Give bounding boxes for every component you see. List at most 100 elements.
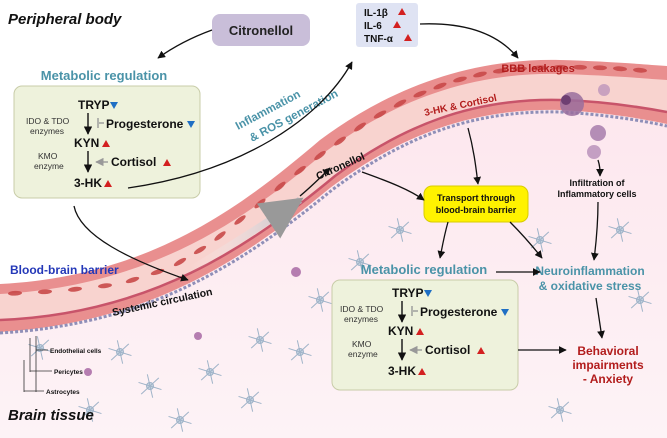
behavioral-label-line2: impairments (572, 358, 644, 372)
astrocyte-process (119, 351, 132, 357)
astrocyte-process (246, 388, 251, 401)
astrocyte-process (559, 401, 570, 411)
ido-label-line2: enzymes (344, 314, 378, 324)
kmo-label-line1: KMO (38, 151, 58, 161)
astrocyte-process (249, 391, 260, 401)
astrocyte-process (319, 291, 330, 301)
astrocyte-process (149, 377, 160, 387)
up-arrow-icon (416, 328, 424, 335)
astrocytes-label: Astrocytes (46, 389, 80, 396)
up-arrow-icon (102, 140, 110, 147)
astrocyte-process (110, 351, 121, 361)
hk-to-transport-arrow (467, 127, 481, 185)
up-arrow-icon (418, 368, 426, 375)
astrocyte-process (116, 340, 121, 353)
metabolic-bottom-content: TRYP IDO & TDO enzymes Progesterone KYN … (340, 286, 509, 378)
astrocyte-process (256, 328, 261, 341)
astrocyte-process (198, 367, 211, 373)
astrocyte-process (249, 399, 254, 412)
vessel-lumen (0, 73, 667, 320)
hk-label: 3-HK (74, 176, 102, 190)
astrocyte-process (259, 331, 270, 341)
astrocyte-process (390, 229, 401, 239)
citronellol-to-metabolic-arrow (157, 29, 213, 59)
astrocyte-process (539, 239, 552, 245)
astrocyte-process (610, 229, 621, 239)
astrocyte-process (179, 419, 192, 425)
astrocyte-process (108, 347, 121, 353)
leak-cells (560, 84, 610, 159)
citronellol-to-transport-arrow (361, 171, 425, 201)
cell-legend: Endothelial cells Pericytes Astrocytes (23, 336, 102, 396)
up-arrow-icon (393, 21, 401, 28)
astrocyte-process (89, 401, 100, 411)
endothelial-cell (8, 290, 22, 296)
astrocyte-process (179, 419, 184, 432)
endothelial-cell (573, 64, 587, 70)
cortisol-label: Cortisol (425, 343, 470, 357)
citronellol-box-label: Citronellol (229, 23, 293, 38)
brain-tissue-label: Brain tissue (8, 407, 94, 424)
astrocyte-process (619, 229, 624, 242)
astrocyte-process (200, 371, 211, 381)
ido-label-line1: IDO & TDO (340, 304, 384, 314)
transport-box (423, 185, 529, 223)
astrocyte-process (636, 288, 641, 301)
astrocyte-process (608, 225, 621, 231)
endothelial-cell (214, 231, 226, 241)
leak-to-infiltration-arrow (596, 159, 604, 177)
endothelial-cell (98, 283, 112, 289)
astrocyte-process (248, 335, 261, 341)
transport-label-line2: blood-brain barrier (436, 205, 517, 215)
endothelial-cell (334, 136, 346, 146)
endothelial-cell (593, 65, 607, 71)
astrocyte-process (80, 409, 91, 419)
astrocyte-process (149, 385, 154, 398)
astrocyte-process (249, 399, 262, 405)
astrocyte-process (639, 291, 650, 301)
flow-arrows (73, 23, 605, 354)
kmo-label-line2: enzyme (348, 349, 378, 359)
kyn-label: KYN (388, 324, 413, 338)
hk-label: 3-HK (388, 364, 416, 378)
astrocyte-process (616, 218, 621, 231)
ido-label-line1: IDO & TDO (26, 116, 70, 126)
astrocyte-process (619, 221, 630, 231)
astrocyte-cells (28, 218, 652, 432)
astrocyte-process (119, 351, 124, 364)
endothelial-cell (433, 82, 447, 90)
circulation-to-citronellol-arrow (299, 167, 331, 197)
astrocyte-process (630, 299, 641, 309)
astrocyte-process (86, 398, 91, 411)
endothelial-cell (473, 71, 487, 78)
metabolic-bottom-title: Metabolic regulation (361, 262, 487, 277)
astrocyte-process (168, 415, 181, 421)
up-arrow-icon (104, 180, 112, 187)
astrocyte-process (240, 399, 251, 409)
astrocyte-process (359, 253, 370, 263)
infiltration-label-line2: Inflammatory cells (557, 189, 636, 199)
endothelial-cell (533, 65, 547, 71)
neuroinflammation-label-line2: & oxidative stress (539, 279, 642, 293)
metabolic-top-title: Metabolic regulation (41, 68, 167, 83)
astrocyte-process (119, 343, 130, 353)
astrocyte-process (149, 385, 162, 391)
astrocyte-process (176, 408, 181, 421)
astrocyte-process (559, 409, 572, 415)
vessel-inner-lining (0, 98, 667, 322)
hk-to-cytokine-arrow (127, 61, 353, 189)
astrocyte-process (30, 347, 41, 357)
endothelial-cell (354, 122, 366, 132)
endothelial-cell (393, 99, 407, 108)
astrocyte-process (619, 229, 632, 235)
astrocyte-process (206, 360, 211, 373)
up-arrow-icon (163, 159, 171, 166)
astrocyte-process (356, 250, 361, 263)
vessel-basement (0, 110, 667, 335)
progesterone-label: Progesterone (420, 305, 498, 319)
endothelial-cell (38, 289, 52, 295)
astrocyte-process (348, 257, 361, 263)
astrocyte-process (550, 409, 561, 419)
metabolic-top-content: TRYP IDO & TDO enzymes Progesterone KYN … (26, 98, 195, 190)
ido-label-line2: enzymes (30, 126, 64, 136)
